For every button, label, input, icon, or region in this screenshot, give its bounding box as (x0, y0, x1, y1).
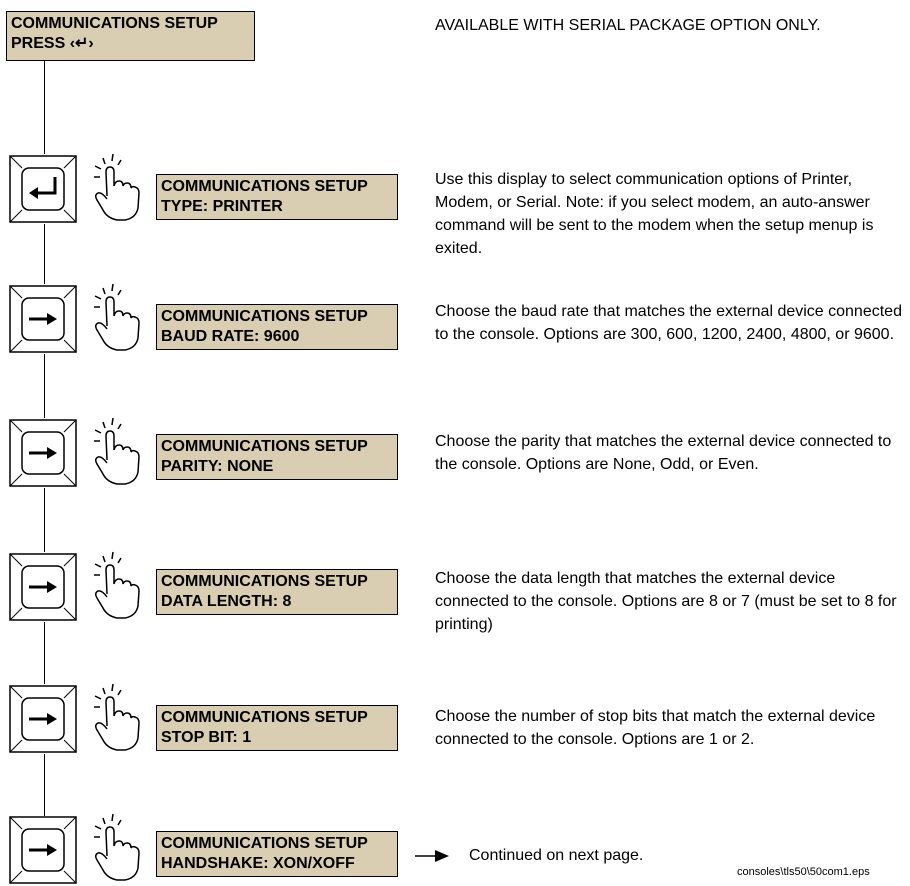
data-length-description: Choose the data length that matches the … (435, 570, 897, 633)
pointing-hand-icon (94, 283, 140, 351)
flow-line (44, 754, 45, 816)
file-path-footer: consoles\tls50\50com1.eps (737, 866, 870, 878)
parity-display-line1: COMMUNICATIONS SETUP (161, 438, 368, 455)
stop-bit-display-line1: COMMUNICATIONS SETUP (161, 709, 368, 726)
pointing-hand-icon (94, 683, 140, 751)
baud-rate-display-line1: COMMUNICATIONS SETUP (161, 308, 368, 325)
stop-bit-display-line2: STOP BIT: 1 (161, 729, 252, 746)
right-arrow-key-icon (9, 816, 77, 884)
handshake-display-line1: COMMUNICATIONS SETUP (161, 835, 368, 852)
stop-bit-description: Choose the number of stop bits that matc… (435, 708, 876, 748)
type-display: COMMUNICATIONS SETUP TYPE: PRINTER (156, 174, 398, 220)
right-arrow-key-icon (9, 285, 77, 353)
serial-option-note: AVAILABLE WITH SERIAL PACKAGE OPTION ONL… (435, 17, 821, 34)
flow-line (44, 622, 45, 684)
header-display-line1: COMMUNICATIONS SETUP (11, 15, 218, 32)
right-arrow-key-icon (9, 419, 77, 487)
pointing-hand-icon (94, 551, 140, 619)
data-length-display-line1: COMMUNICATIONS SETUP (161, 573, 368, 590)
type-display-line2: TYPE: PRINTER (161, 198, 283, 215)
data-length-display-line2: DATA LENGTH: 8 (161, 593, 292, 610)
flow-line (44, 488, 45, 552)
type-description: Use this display to select communication… (435, 171, 874, 257)
pointing-hand-icon (94, 153, 140, 221)
baud-rate-description: Choose the baud rate that matches the ex… (435, 303, 902, 343)
data-length-display: COMMUNICATIONS SETUP DATA LENGTH: 8 (156, 569, 398, 615)
flow-line (44, 224, 45, 284)
parity-display: COMMUNICATIONS SETUP PARITY: NONE (156, 434, 398, 480)
baud-rate-display: COMMUNICATIONS SETUP BAUD RATE: 9600 (156, 304, 398, 350)
enter-key-icon (9, 155, 77, 223)
flow-line (44, 354, 45, 418)
handshake-display: COMMUNICATIONS SETUP HANDSHAKE: XON/XOFF (156, 831, 398, 877)
pointing-hand-icon (94, 813, 140, 881)
right-arrow-icon (415, 850, 449, 862)
pointing-hand-icon (94, 417, 140, 485)
handshake-display-line2: HANDSHAKE: XON/XOFF (161, 855, 355, 872)
right-arrow-key-icon (9, 553, 77, 621)
baud-rate-display-line2: BAUD RATE: 9600 (161, 328, 300, 345)
header-display-line2: PRESS ‹↵› (11, 35, 94, 52)
continued-note: Continued on next page. (469, 847, 644, 864)
type-display-line1: COMMUNICATIONS SETUP (161, 178, 368, 195)
right-arrow-key-icon (9, 685, 77, 753)
flow-line (44, 61, 45, 154)
header-display: COMMUNICATIONS SETUP PRESS ‹↵› (6, 11, 255, 61)
stop-bit-display: COMMUNICATIONS SETUP STOP BIT: 1 (156, 705, 398, 751)
parity-description: Choose the parity that matches the exter… (435, 433, 892, 473)
parity-display-line2: PARITY: NONE (161, 458, 274, 475)
